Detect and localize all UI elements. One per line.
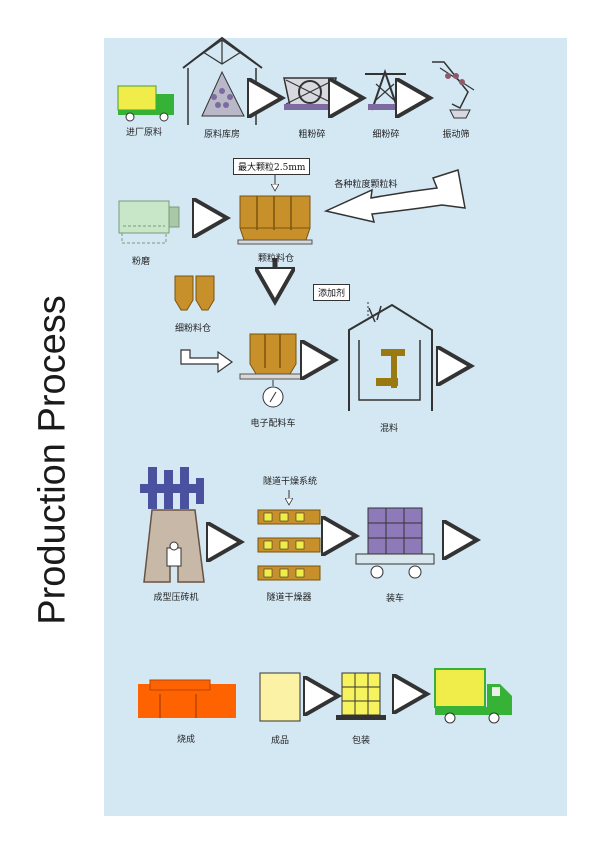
finished-product bbox=[259, 672, 301, 722]
fine-powder-bin bbox=[174, 275, 215, 311]
label-granule-bin: 颗粒料仓 bbox=[257, 254, 295, 264]
electronic-scale bbox=[239, 333, 305, 408]
note-dry-system: 隧道干燥系统 bbox=[262, 477, 318, 487]
note-grades: 各种粒度颗粒料 bbox=[334, 180, 398, 190]
packaging bbox=[336, 672, 386, 720]
coarse-crusher bbox=[283, 77, 337, 110]
label-screen: 振动筛 bbox=[442, 130, 470, 140]
brick-press bbox=[140, 467, 205, 583]
grades-arrow bbox=[323, 169, 466, 224]
raw-material-warehouse bbox=[182, 36, 263, 125]
vibrating-screen bbox=[432, 61, 475, 119]
label-scale: 电子配料车 bbox=[250, 419, 296, 429]
granule-bin bbox=[237, 195, 313, 245]
label-raw-in: 进厂原料 bbox=[125, 128, 163, 138]
loading-cart bbox=[355, 507, 435, 579]
label-fine-bin: 细粉料仓 bbox=[174, 324, 212, 334]
label-coarse: 粗粉碎 bbox=[298, 130, 326, 140]
label-fire: 烧成 bbox=[176, 735, 196, 745]
label-press: 成型压砖机 bbox=[153, 593, 199, 603]
fine-crusher bbox=[365, 68, 406, 111]
powder-mill bbox=[118, 200, 180, 244]
label-mixer: 混料 bbox=[379, 424, 399, 434]
raw-material-truck bbox=[117, 85, 174, 122]
label-product: 成品 bbox=[270, 736, 290, 746]
label-pack: 包装 bbox=[351, 736, 371, 746]
label-fine: 细粉碎 bbox=[372, 130, 400, 140]
label-dryer: 隧道干燥器 bbox=[266, 593, 312, 603]
note-max-size: 最大颗粒2.5mm bbox=[233, 158, 311, 175]
tunnel-dryer bbox=[257, 490, 321, 581]
label-powder: 粉磨 bbox=[131, 257, 151, 267]
kiln-firing bbox=[138, 679, 236, 718]
note-additive: 添加剂 bbox=[313, 284, 351, 301]
bin-feed-arrow bbox=[180, 349, 234, 374]
label-cart: 装车 bbox=[385, 594, 405, 604]
mixer bbox=[348, 302, 433, 411]
delivery-truck bbox=[434, 668, 512, 724]
label-raw-store: 原料库房 bbox=[203, 130, 241, 140]
